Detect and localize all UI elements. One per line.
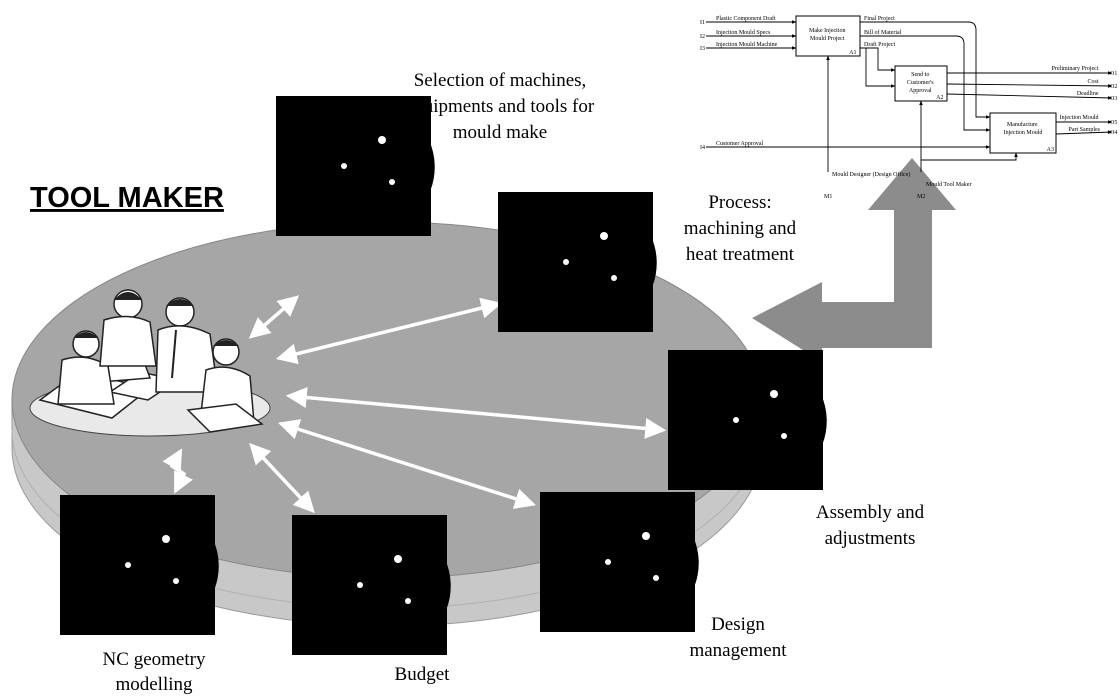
connector-arrows [162, 295, 667, 514]
a2-line-3: Approval [909, 88, 932, 94]
output-code-o5: O5 [1110, 120, 1117, 126]
tile-assembly [668, 350, 823, 490]
output-label-o3: Deadline [1077, 91, 1099, 97]
tile-selection [276, 96, 431, 236]
input-code-i2: I2 [700, 34, 705, 40]
caption-design-1: Design [711, 614, 765, 635]
svg-text:A1 A2 A3: A1 A2 A3 [849, 50, 1054, 153]
arrow-to-budget [249, 442, 315, 514]
arrow-to-nc [162, 448, 193, 494]
output-code-o1: O1 [1110, 71, 1117, 77]
robot-arm-icon [668, 350, 823, 490]
robot-arm-icon [276, 96, 431, 236]
robot-arm-icon [540, 492, 695, 632]
caption-selection-3: mould make [453, 122, 547, 143]
a3-line-2: Injection Mould [1004, 130, 1043, 136]
activity-box-a3 [989, 112, 1057, 154]
flow-bill-of-material: Bill of Material [864, 29, 902, 36]
output-label-o1: Preliminary Project [1052, 66, 1099, 72]
arrow-to-assembly [285, 387, 667, 439]
output-code-o2: O2 [1110, 84, 1117, 90]
caption-assembly-2: adjustments [825, 528, 916, 549]
team-people-icon [29, 289, 271, 437]
mechanism-m2-code: M2 [917, 194, 925, 200]
input-code-i1: I1 [700, 20, 705, 26]
input-label-i1: Plastic Component Draft [716, 15, 776, 22]
idef0-diagram: Make Injection Mould Project Send to Cus… [700, 15, 1119, 200]
robot-arm-icon [292, 515, 447, 655]
svg-text:Preliminary Project Cost: Preliminary Project Cost Deadline Inject… [1052, 66, 1101, 133]
a1-line-1: Make Injection [809, 28, 846, 34]
activity-box-a1 [795, 15, 861, 57]
activity-box-a2 [894, 65, 948, 102]
robot-arm-icon [60, 495, 215, 635]
caption-process-3: heat treatment [686, 244, 795, 265]
output-label-o5: Injection Mould [1060, 115, 1099, 121]
output-code-o3: O3 [1110, 96, 1117, 102]
flow-final-project: Final Project [864, 16, 895, 22]
caption-selection-1: Selection of machines, [414, 70, 587, 91]
big-arrow [752, 158, 956, 362]
output-label-o2: Cost [1087, 79, 1098, 85]
tile-nc [60, 495, 215, 635]
arrow-to-design [277, 419, 537, 509]
caption-budget: Budget [395, 664, 451, 685]
mechanism-m1-label: Mould Designer (Design Office) [832, 171, 910, 178]
caption-process-1: Process: [708, 192, 771, 213]
flow-draft-project: Draft Project [864, 41, 895, 48]
page-title: TOOL MAKER [30, 182, 224, 214]
arrow-to-process [275, 297, 503, 365]
caption-nc-2: modelling [115, 674, 193, 695]
output-code-o4: O4 [1110, 130, 1117, 136]
a1-line-2: Mould Project [810, 36, 845, 42]
caption-selection-2: equipments and tools for [406, 96, 595, 117]
input-code-i3: I3 [700, 46, 705, 52]
svg-text:O1 O2 O3 O5: O1 O2 O3 O5 O4 [1110, 71, 1119, 136]
mechanism-m2-label: Mould Tool Maker [926, 182, 971, 188]
a3-code: A3 [1047, 147, 1054, 153]
tile-process [498, 192, 653, 332]
input-label-i3: Injection Mould Machine [716, 42, 778, 48]
a2-line-1: Send to [911, 72, 929, 78]
caption-process-2: machining and [684, 218, 797, 239]
robot-arm-icon [498, 192, 653, 332]
output-label-o4: Part Samples [1069, 127, 1101, 133]
caption-assembly-1: Assembly and [816, 502, 925, 523]
svg-text:I1 Plastic Component Dra: I1 Plastic Component Draft I2 Injection … [700, 15, 973, 200]
mechanism-m1-code: M1 [824, 194, 832, 200]
a1-code: A1 [849, 50, 856, 56]
input-label-i4: Customer Approval [716, 141, 763, 147]
tile-budget [292, 515, 447, 655]
tile-design [540, 492, 695, 632]
svg-text:Make Injection Mould Pro: Make Injection Mould Project Send to Cus… [809, 28, 1042, 136]
a2-line-2: Customer's [907, 80, 934, 86]
input-code-i4: I4 [700, 145, 705, 151]
input-label-i2: Injection Mould Specs [716, 30, 771, 36]
caption-design-2: management [689, 640, 787, 661]
caption-nc-1: NC geometry [103, 649, 206, 670]
a2-code: A2 [936, 95, 943, 101]
a3-line-1: Manufacture [1007, 121, 1038, 128]
